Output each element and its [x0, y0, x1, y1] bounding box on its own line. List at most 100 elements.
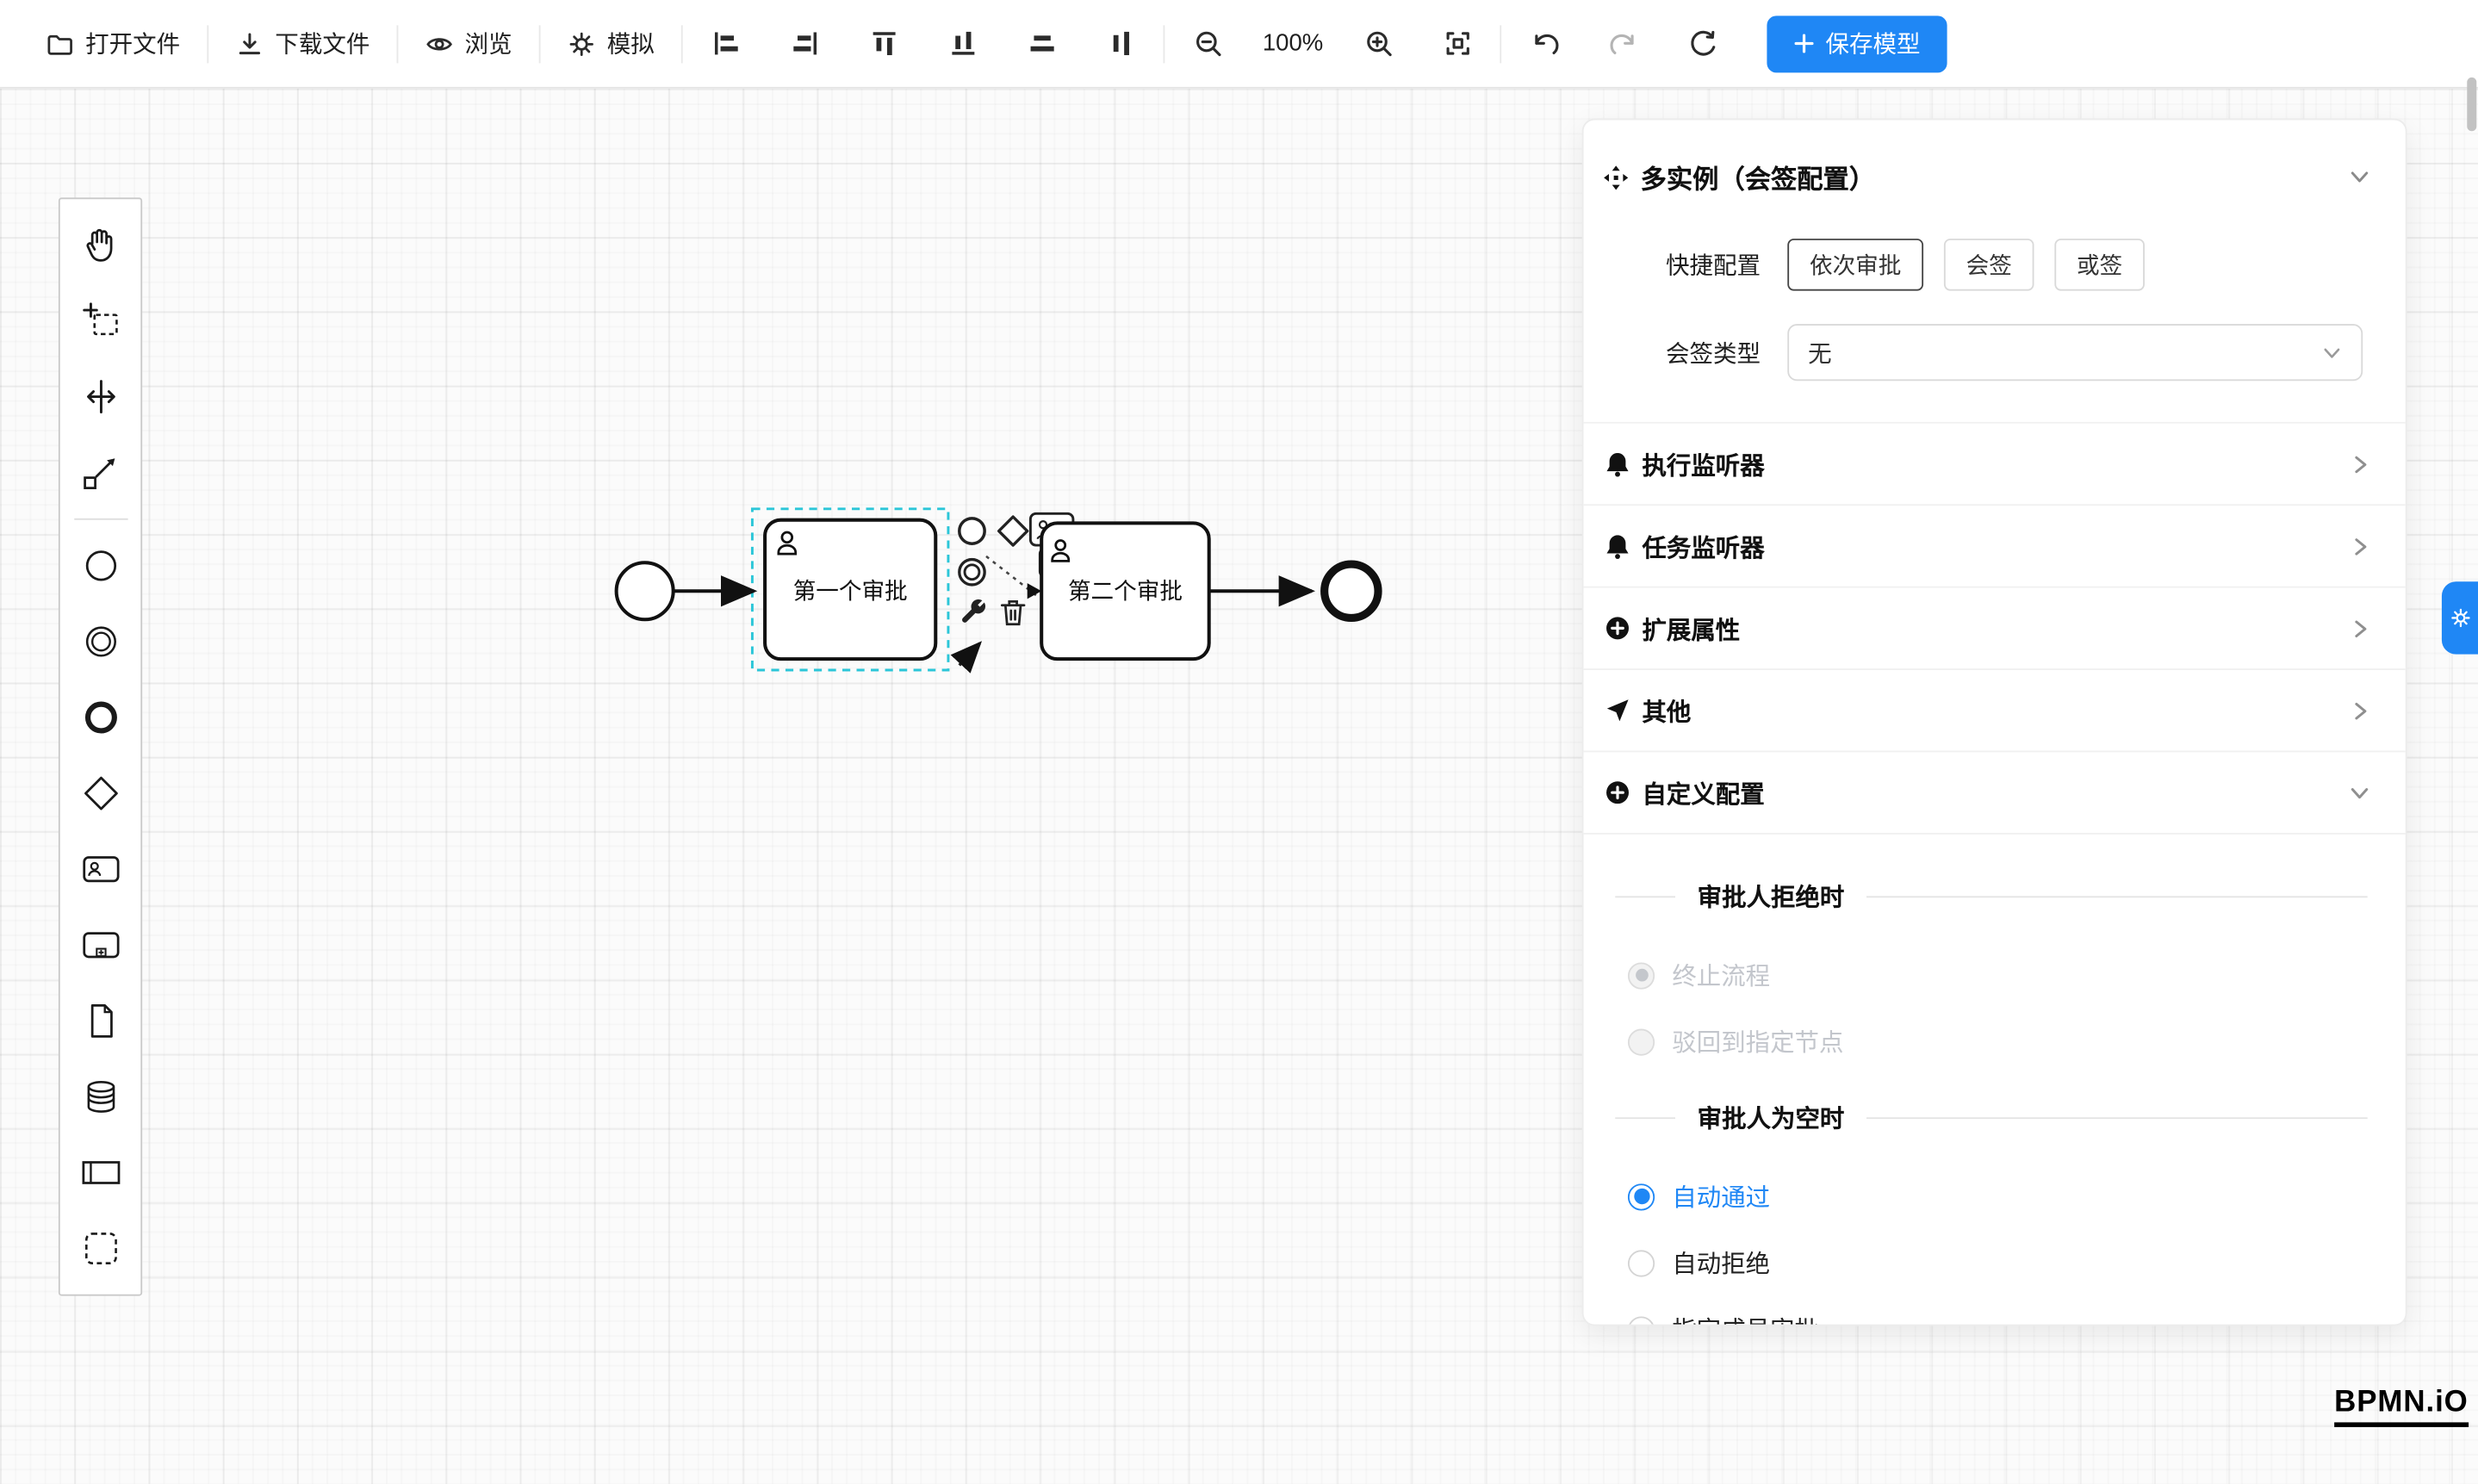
section-extended-properties[interactable]: 扩展属性	[1583, 587, 2406, 670]
palette-create-subprocess[interactable]	[64, 907, 136, 983]
group-icon	[84, 1233, 116, 1264]
context-pad-append-gateway[interactable]	[997, 515, 1029, 547]
gear-icon	[2450, 608, 2469, 628]
start-event-icon	[84, 550, 116, 581]
chevron-down-icon	[2349, 781, 2371, 804]
chevron-right-icon	[2350, 699, 2370, 722]
chevron-down-icon	[2321, 342, 2342, 363]
eye-icon	[426, 37, 453, 50]
radio-label: 指定成员审批	[1672, 1312, 1819, 1324]
align-center-vertical-button[interactable]	[1081, 16, 1160, 70]
plus-circle-icon	[1603, 617, 1631, 641]
end-event-shape[interactable]	[1320, 560, 1382, 623]
folder-icon	[47, 34, 72, 54]
user-task-1[interactable]: 第一个审批	[763, 518, 938, 661]
align-left-icon	[714, 32, 737, 55]
download-icon	[239, 32, 261, 54]
section-custom-config[interactable]: 自定义配置	[1583, 752, 2406, 835]
preview-button[interactable]: 浏览	[401, 16, 536, 70]
chevron-down-icon[interactable]	[2349, 166, 2371, 189]
download-file-button[interactable]: 下载文件	[212, 16, 394, 70]
section-other[interactable]: 其他	[1583, 669, 2406, 753]
zoom-out-icon	[1196, 31, 1220, 57]
section-label: 任务监听器	[1642, 535, 1765, 562]
end-event-icon	[84, 701, 117, 734]
section-label: 执行监听器	[1642, 452, 1765, 480]
radio-icon	[1627, 961, 1655, 989]
zoom-in-button[interactable]	[1338, 16, 1418, 70]
palette-create-gateway[interactable]	[64, 755, 136, 831]
radio-terminate-process[interactable]: 终止流程	[1627, 961, 2368, 990]
undo-button[interactable]	[1505, 16, 1584, 70]
divider-line	[1866, 1116, 2368, 1119]
align-top-button[interactable]	[844, 16, 923, 70]
panel-toggle-button[interactable]	[2441, 581, 2478, 655]
user-task-2[interactable]: 第二个审批	[1040, 521, 1211, 661]
radio-assign-member[interactable]: 指定成员审批	[1627, 1312, 2368, 1325]
palette-create-data-object[interactable]	[64, 983, 136, 1059]
palette-hand-tool[interactable]	[64, 207, 136, 283]
toolbar: 打开文件 下载文件 浏览 模拟	[0, 0, 2478, 89]
palette-space-tool[interactable]	[64, 359, 136, 435]
zoom-out-button[interactable]	[1168, 16, 1247, 70]
download-file-label: 下载文件	[275, 31, 370, 59]
palette-create-group[interactable]	[64, 1211, 136, 1287]
panel-header[interactable]: 多实例（会签配置）	[1584, 120, 2406, 196]
plus-circle-icon	[1603, 780, 1631, 804]
user-task-icon	[82, 856, 119, 883]
open-file-button[interactable]: 打开文件	[22, 16, 204, 70]
open-file-label: 打开文件	[85, 31, 181, 59]
palette-create-user-task[interactable]	[64, 831, 136, 907]
palette-create-intermediate-event[interactable]	[64, 604, 136, 680]
palette-lasso-tool[interactable]	[64, 283, 136, 358]
quick-option-orsign[interactable]: 或签	[2054, 239, 2145, 291]
section-execution-listener[interactable]: 执行监听器	[1583, 423, 2406, 506]
start-event-shape[interactable]	[614, 561, 675, 622]
palette-create-participant[interactable]	[64, 1134, 136, 1210]
context-pad-delete[interactable]	[1000, 599, 1026, 626]
section-label: 其他	[1642, 699, 1692, 727]
space-tool-icon	[86, 380, 115, 413]
simulate-button[interactable]: 模拟	[543, 16, 678, 70]
chevron-right-icon	[2350, 535, 2370, 557]
context-pad-connect[interactable]	[950, 641, 983, 674]
align-left-button[interactable]	[686, 16, 765, 70]
bell-icon	[1603, 533, 1631, 559]
context-pad-append-end-event[interactable]	[958, 517, 986, 545]
context-pad-append-intermediate-event[interactable]	[958, 557, 986, 587]
data-object-icon	[90, 1003, 112, 1038]
radio-icon	[1627, 1249, 1655, 1276]
align-right-button[interactable]	[765, 16, 844, 70]
radio-reject-to-node[interactable]: 驳回到指定节点	[1627, 1028, 2368, 1058]
save-model-button[interactable]: 保存模型	[1767, 15, 1947, 72]
toolbar-separator	[396, 24, 399, 63]
palette-create-end-event[interactable]	[64, 680, 136, 755]
quick-option-countersign[interactable]: 会签	[1943, 239, 2034, 291]
palette-global-connect-tool[interactable]	[64, 435, 136, 511]
palette-create-start-event[interactable]	[64, 528, 136, 604]
reset-button[interactable]	[1662, 16, 1742, 70]
fit-viewport-icon	[1445, 32, 1469, 55]
quick-option-sequential[interactable]: 依次审批	[1787, 239, 1924, 291]
radio-auto-pass[interactable]: 自动通过	[1627, 1183, 2368, 1212]
sign-type-label: 会签类型	[1665, 340, 1761, 368]
redo-icon	[1609, 34, 1633, 55]
align-bottom-button[interactable]	[923, 16, 1003, 70]
context-pad-change-type[interactable]	[962, 599, 986, 623]
radio-label: 自动拒绝	[1672, 1251, 1771, 1279]
section-task-listener[interactable]: 任务监听器	[1583, 506, 2406, 588]
radio-auto-reject[interactable]: 自动拒绝	[1627, 1249, 2368, 1278]
sign-type-select[interactable]: 无	[1787, 324, 2363, 382]
section-label: 扩展属性	[1642, 617, 1741, 644]
redo-button[interactable]	[1584, 16, 1663, 70]
bpmn-io-logo[interactable]: BPMN.iO	[2334, 1386, 2469, 1427]
user-icon	[777, 531, 798, 556]
align-center-horizontal-button[interactable]	[1002, 16, 1081, 70]
gear-icon	[569, 31, 593, 56]
palette	[58, 197, 143, 1296]
scrollbar-thumb[interactable]	[2467, 77, 2477, 132]
zoom-level[interactable]: 100%	[1262, 29, 1324, 58]
panel-title: 多实例（会签配置）	[1640, 165, 1876, 195]
fit-viewport-button[interactable]	[1418, 16, 1497, 70]
palette-create-data-store[interactable]	[64, 1059, 136, 1134]
